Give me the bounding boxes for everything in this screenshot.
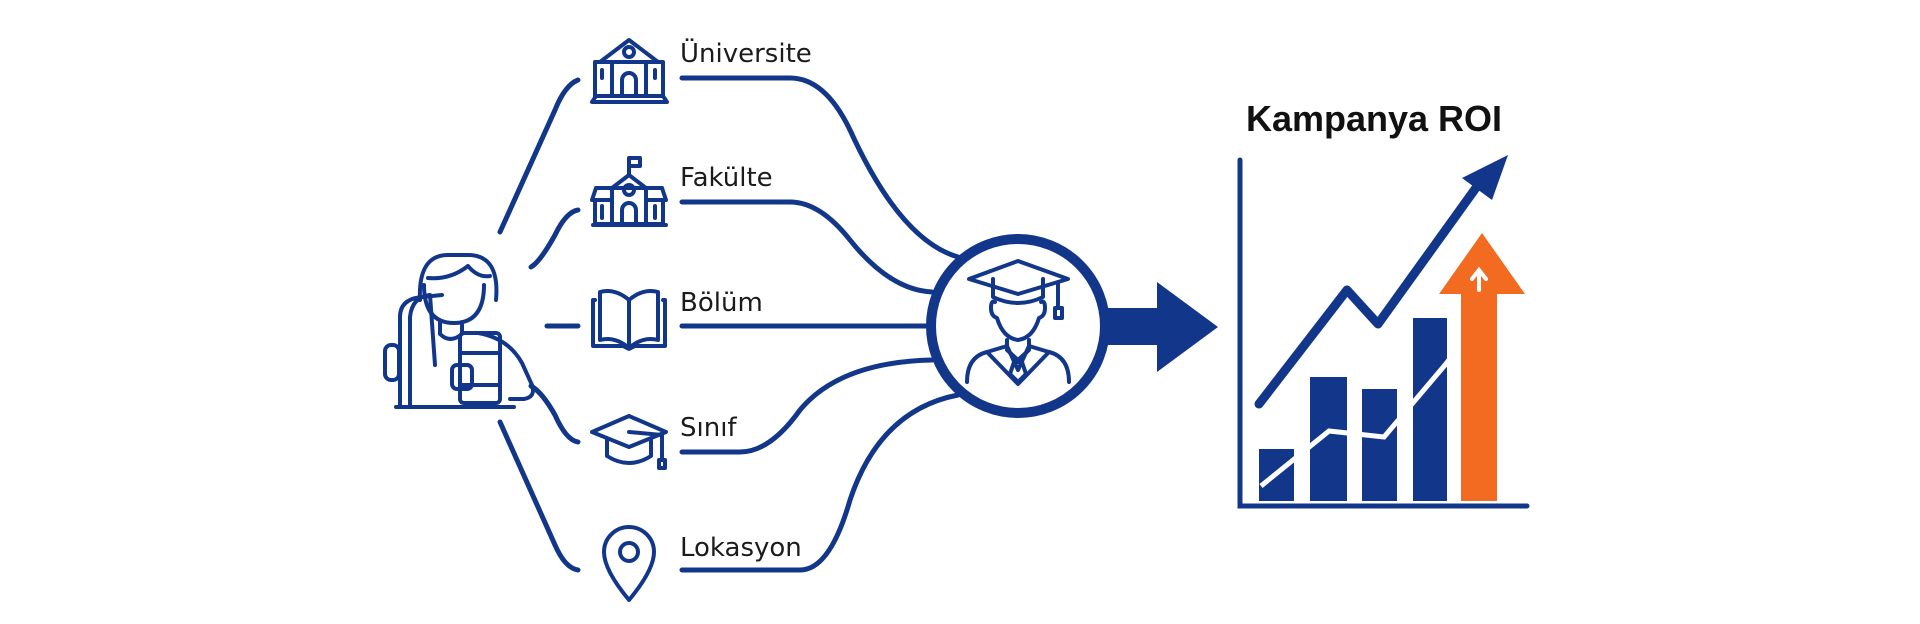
university-building-icon bbox=[590, 38, 669, 104]
label-bolum: Bölüm bbox=[680, 288, 763, 318]
connector-student-fakulte bbox=[528, 207, 581, 270]
roi-trend-arrow bbox=[1254, 180, 1483, 409]
connector-sinif-graduate bbox=[679, 357, 935, 455]
connector-student-universite bbox=[497, 77, 581, 235]
chart-bar-4 bbox=[1413, 318, 1447, 501]
location-pin-icon bbox=[602, 525, 656, 602]
student-icon bbox=[383, 253, 535, 409]
chart-trend-line bbox=[1259, 350, 1457, 488]
graduate-circle bbox=[926, 234, 1110, 418]
label-universite: Üniversite bbox=[680, 37, 812, 69]
connector-student-lokasyon bbox=[497, 419, 581, 573]
connector-fakulte-graduate bbox=[679, 199, 935, 295]
connector-lokasyon-graduate bbox=[679, 392, 961, 573]
connector-universite-graduate bbox=[679, 75, 961, 260]
label-lokasyon: Lokasyon bbox=[680, 533, 802, 563]
connector-student-sinif bbox=[528, 383, 581, 445]
up-arrow-icon bbox=[1470, 266, 1488, 292]
chart-bar-3 bbox=[1362, 389, 1397, 501]
faculty-building-icon bbox=[590, 156, 668, 227]
label-fakulte: Fakülte bbox=[680, 163, 773, 193]
graduation-cap-icon bbox=[590, 414, 668, 470]
chart-title: Kampanya ROI bbox=[1246, 98, 1502, 139]
roi-arrowhead-icon bbox=[1462, 155, 1508, 200]
label-sinif: Sınıf bbox=[680, 413, 737, 443]
open-book-icon bbox=[591, 289, 667, 351]
flow-arrow bbox=[1105, 282, 1218, 372]
orange-growth-arrow bbox=[1439, 233, 1525, 501]
chart-axes bbox=[1237, 157, 1530, 509]
graduate-icon bbox=[965, 259, 1071, 386]
